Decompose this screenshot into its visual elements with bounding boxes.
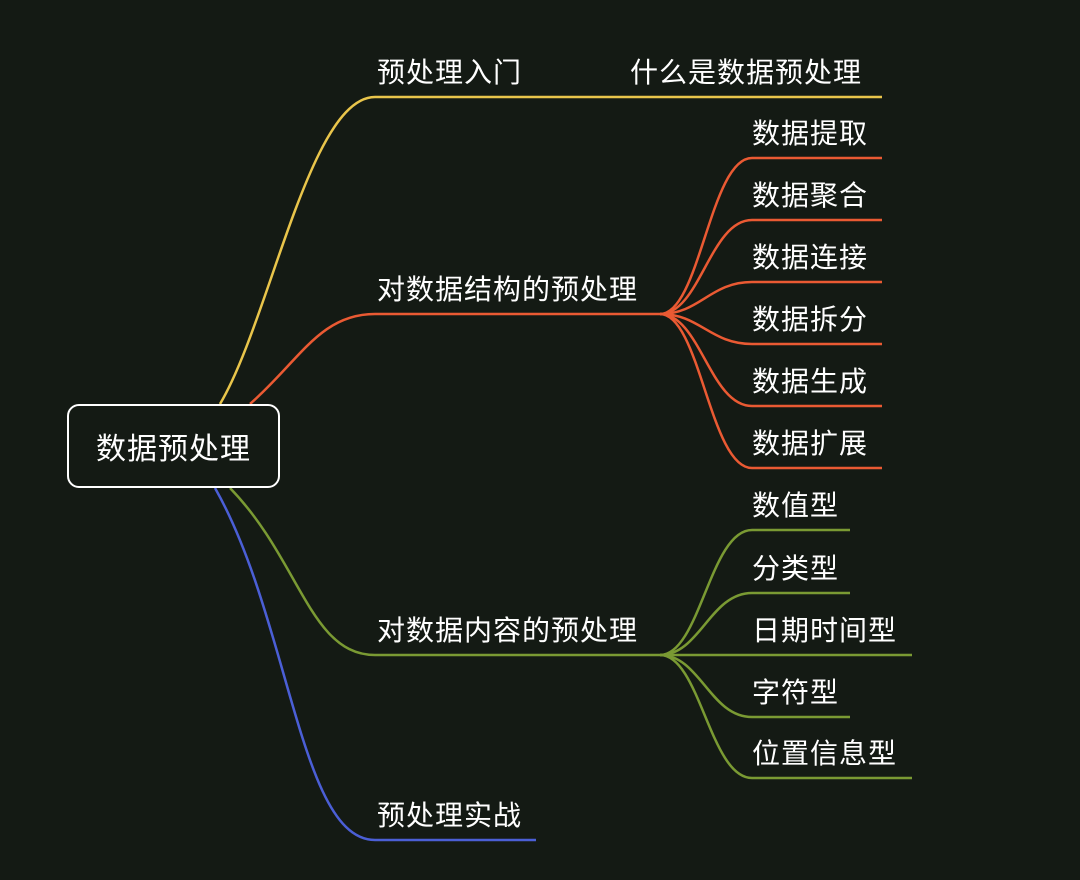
branch-3-child-5[interactable]: 位置信息型 [752, 737, 898, 770]
branch-3-child-3[interactable]: 日期时间型 [752, 614, 898, 647]
branch-2-child-4[interactable]: 数据拆分 [752, 303, 869, 336]
branch-2-label[interactable]: 对数据结构的预处理 [377, 273, 639, 306]
connector-branch-3-child-4 [659, 653, 850, 719]
connector-branch-2-child-4 [659, 312, 882, 346]
connector-root-to-branch-2 [249, 312, 376, 405]
connector-branch-2-child-2 [659, 218, 882, 316]
connector-branch-3-child-1 [659, 528, 850, 657]
connector-branch-2-child-5 [659, 312, 882, 408]
connector-root-to-branch-3 [229, 487, 376, 657]
connector-root-to-branch-4 [213, 487, 376, 842]
root-node[interactable]: 数据预处理 [67, 404, 280, 488]
branch-2-child-3[interactable]: 数据连接 [752, 241, 869, 274]
branch-3-child-1[interactable]: 数值型 [752, 489, 840, 522]
connector-branch-3-child-5 [659, 653, 912, 780]
branch-2-child-5[interactable]: 数据生成 [752, 365, 869, 398]
branch-3-child-2[interactable]: 分类型 [752, 552, 840, 585]
connector-branch-2-child-1 [659, 156, 882, 316]
branch-3-child-4[interactable]: 字符型 [752, 676, 840, 709]
connector-root-to-branch-1 [218, 95, 376, 405]
connector-branch-2-child-6 [659, 312, 882, 470]
branch-1-child-1[interactable]: 什么是数据预处理 [630, 56, 863, 89]
branch-1-label[interactable]: 预处理入门 [377, 56, 523, 89]
branch-2-child-2[interactable]: 数据聚合 [752, 179, 869, 212]
branch-2-child-1[interactable]: 数据提取 [752, 117, 869, 150]
branch-4-label[interactable]: 预处理实战 [377, 799, 523, 832]
connector-branch-3-child-2 [659, 591, 850, 657]
branch-2-child-6[interactable]: 数据扩展 [752, 427, 869, 460]
branch-3-label[interactable]: 对数据内容的预处理 [377, 614, 639, 647]
connector-branch-2-child-3 [659, 280, 882, 316]
